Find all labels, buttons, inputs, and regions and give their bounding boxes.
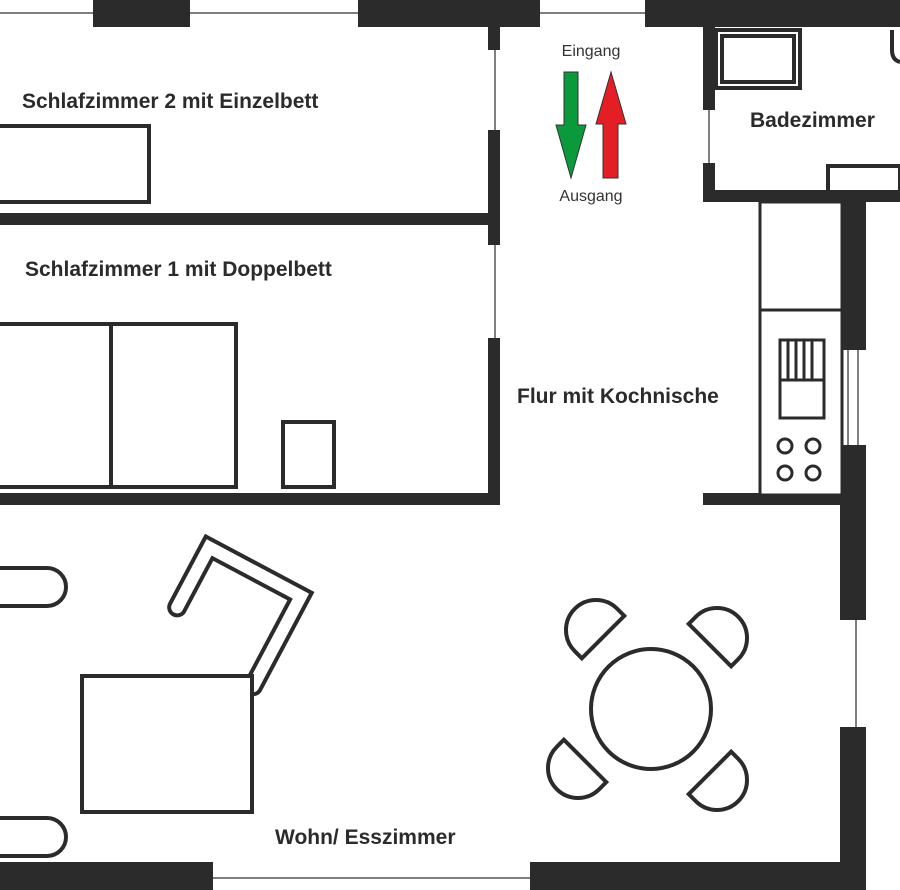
room-label-hallway: Flur mit Kochnische bbox=[517, 385, 719, 408]
windows bbox=[0, 12, 859, 879]
room-label-bathroom: Badezimmer bbox=[750, 109, 875, 132]
dining-set bbox=[546, 598, 749, 812]
kitchenette bbox=[758, 200, 844, 497]
exit-label: Ausgang bbox=[559, 188, 622, 205]
bathtub bbox=[714, 28, 802, 90]
entrance-label: Eingang bbox=[562, 43, 621, 60]
armchair bbox=[167, 533, 315, 697]
sofa-arm bbox=[0, 566, 68, 608]
nightstand bbox=[281, 420, 336, 489]
coffee-table bbox=[80, 674, 254, 814]
room-label-bedroom1: Schlafzimmer 1 mit Doppelbett bbox=[25, 258, 332, 281]
room-label-bedroom2: Schlafzimmer 2 mit Einzelbett bbox=[22, 90, 318, 113]
arrow-up-icon bbox=[595, 70, 627, 179]
toilet-icon bbox=[890, 30, 900, 64]
arrow-down-icon bbox=[555, 71, 587, 180]
single-bed bbox=[0, 124, 151, 204]
room-label-living: Wohn/ Esszimmer bbox=[275, 826, 456, 849]
sink bbox=[826, 30, 900, 194]
stove-burners-icon bbox=[776, 437, 822, 482]
sofa-arm bbox=[0, 816, 68, 858]
double-bed bbox=[0, 322, 238, 489]
